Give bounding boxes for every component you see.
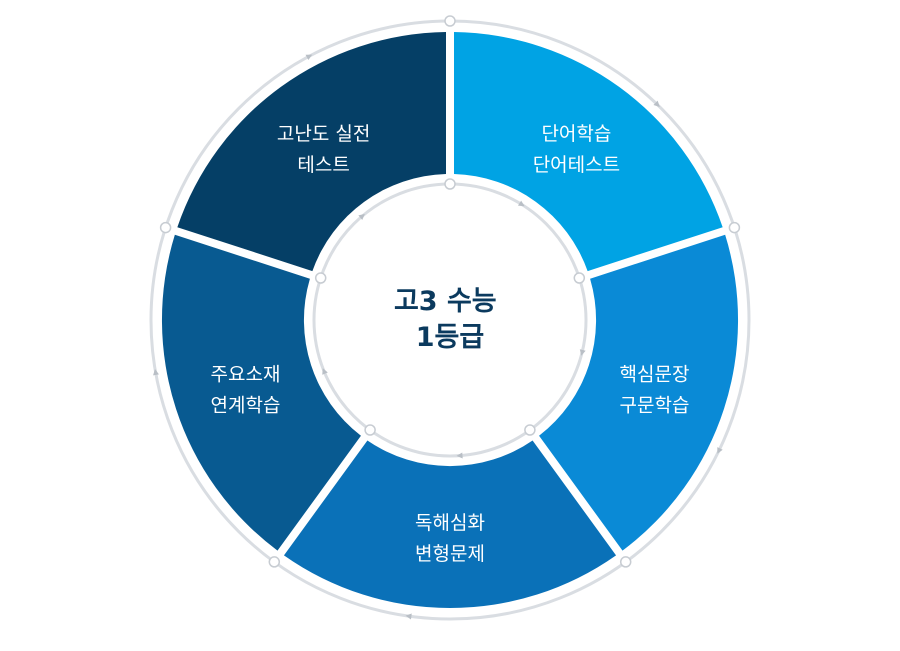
segment-label-line1: 고난도 실전 <box>277 123 370 145</box>
center-title-line2: 1등급 <box>416 322 484 353</box>
segment-label-line1: 주요소재 <box>211 363 281 385</box>
segment-label-line1: 핵심문장 <box>620 363 690 385</box>
inner-node <box>524 424 536 436</box>
outer-node <box>268 556 281 568</box>
direction-arrow-icon <box>579 349 586 356</box>
inner-node <box>444 178 456 190</box>
direction-arrow-icon <box>653 100 660 107</box>
direction-arrow-icon <box>717 447 723 454</box>
outer-node <box>619 556 632 568</box>
arrows-layer <box>153 54 723 620</box>
segment-label-line1: 독해심화 <box>415 512 485 534</box>
segment-wedge <box>539 234 739 551</box>
segment-wedge <box>177 32 446 272</box>
direction-arrow-icon <box>305 54 313 61</box>
outer-node <box>159 221 172 234</box>
direction-arrow-icon <box>517 200 525 207</box>
inner-node <box>573 272 586 284</box>
inner-ring <box>312 182 588 458</box>
inner-node <box>364 424 376 436</box>
direction-arrow-icon <box>153 368 159 376</box>
nodes-layer <box>159 15 741 568</box>
segment-label-line2: 단어테스트 <box>533 154 620 176</box>
segments-layer <box>161 32 739 609</box>
outer-node <box>728 221 741 234</box>
direction-arrow-icon <box>322 368 328 375</box>
segment-label-line2: 연계학습 <box>211 394 281 416</box>
outer-node <box>444 15 456 27</box>
direction-arrow-icon <box>405 613 412 620</box>
direction-arrow-icon <box>456 452 463 459</box>
direction-arrow-icon <box>358 213 365 221</box>
segment-wedge <box>283 440 617 609</box>
segment-label-line2: 구문학습 <box>620 394 690 416</box>
center-title: 고3 수능 1등급 <box>394 286 506 353</box>
segment-wedge <box>454 32 723 272</box>
segment-wedge <box>161 234 361 551</box>
segment-label-line1: 단어학습 <box>541 123 611 145</box>
segment-label-line2: 테스트 <box>297 154 349 176</box>
segment-label-line2: 변형문제 <box>415 543 485 565</box>
center-title-line1: 고3 수능 <box>394 286 497 317</box>
inner-node <box>314 272 327 284</box>
